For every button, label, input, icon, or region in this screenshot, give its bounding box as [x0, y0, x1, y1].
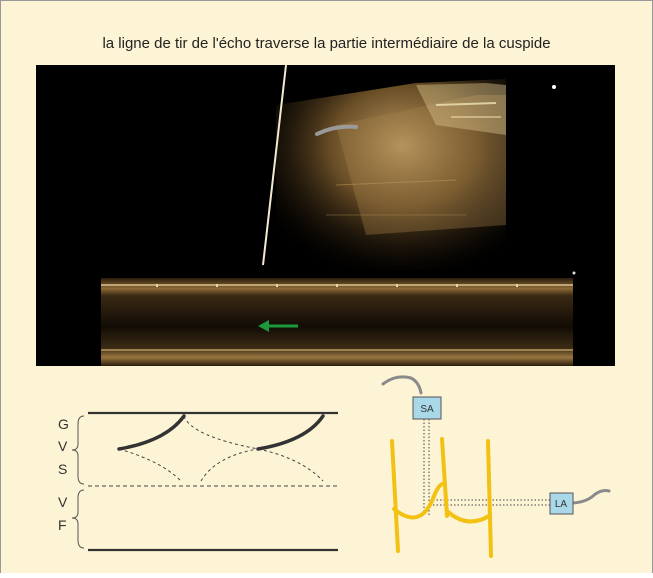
label-f: F [58, 517, 67, 533]
m-mode-schematic: G V S V F [58, 411, 338, 552]
gray-wire-top [381, 375, 423, 395]
leaflet-marker [315, 124, 358, 136]
echo-beam-line [262, 65, 287, 266]
sa-label: SA [420, 404, 434, 415]
label-v-upper: V [58, 438, 68, 454]
ultrasound-sector [276, 79, 506, 270]
m-mode-strip [101, 278, 573, 366]
leaflet-curve-1 [117, 414, 186, 451]
green-arrow-icon [258, 320, 298, 332]
sa-box [412, 396, 442, 420]
gray-wire-right [571, 489, 611, 505]
figure-caption: la ligne de tir de l'écho traverse la pa… [102, 35, 551, 52]
cusp-right [445, 509, 491, 524]
label-v-lower: V [58, 494, 68, 510]
brace-upper [71, 415, 85, 485]
brace-lower [71, 489, 85, 549]
label-g: G [58, 416, 69, 432]
cusp-left [392, 482, 444, 520]
valve-schematic: SA LA [381, 375, 611, 558]
leaflet-curve-2 [256, 414, 325, 451]
label-s: S [58, 461, 67, 477]
schematic-diagrams: G V S V F [1, 366, 652, 573]
la-box [549, 492, 574, 515]
echocardiogram-image [36, 65, 615, 366]
la-label: LA [555, 499, 568, 510]
